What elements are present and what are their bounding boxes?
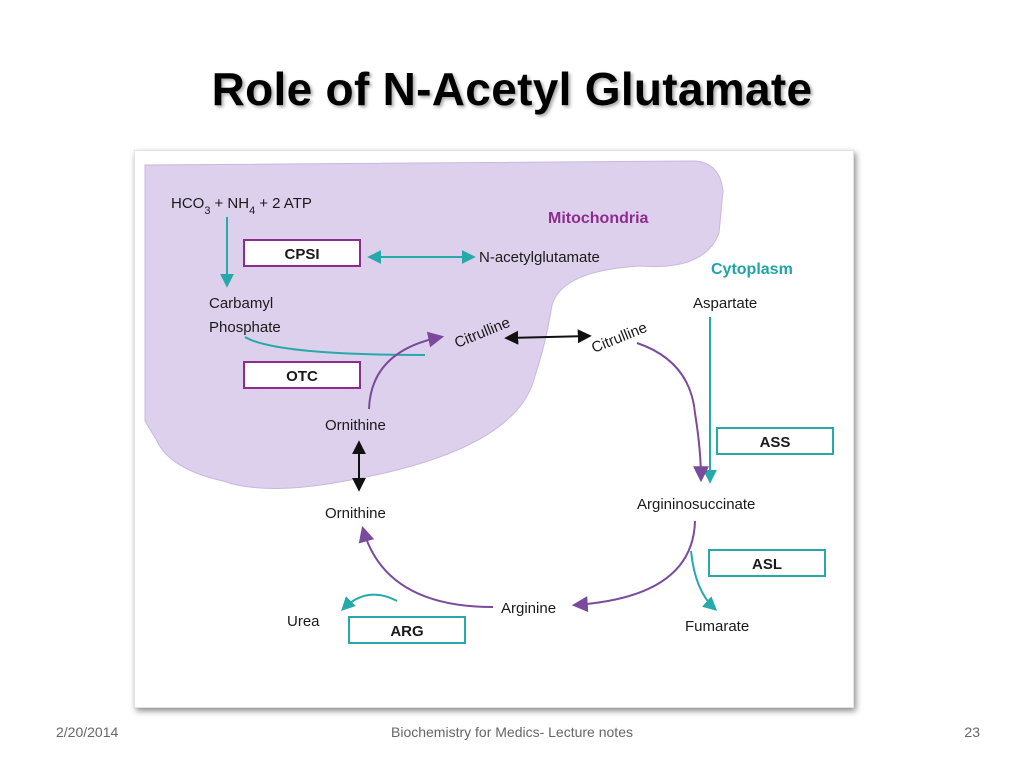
cpsi-box [243,239,361,267]
n-acetylglutamate-label: N-acetylglutamate [479,249,600,266]
ornithine-mito-label: Ornithine [325,417,386,434]
atp-text: + 2 ATP [259,195,312,212]
hco3-subscript: 3 [204,205,210,217]
urea-cycle-svg: Mitochondria Cytoplasm HCO3+ NH4+ 2 ATP … [144,160,834,644]
substrates-label: HCO3 + NH4 + 2 ATP [171,195,312,217]
arrow-ornithine-to-citrulline [368,331,445,410]
aspartate-label: Aspartate [693,295,757,312]
cytoplasm-label: Cytoplasm [711,261,793,278]
slide-title: Role of N-Acetyl Glutamate [211,63,813,115]
argininosuccinate-label: Argininosuccinate [637,496,755,513]
fumarate-label: Fumarate [685,618,749,635]
asl-label: ASL [752,556,782,573]
otc-label: OTC [286,368,318,385]
carbamyl-label-2: Phosphate [209,319,281,336]
arg-box [348,616,466,644]
ass-label: ASS [760,434,791,451]
urea-label: Urea [287,613,320,630]
hco3-text: HCO [171,195,204,212]
carbamyl-label-1: Carbamyl [209,295,273,312]
arginine-label: Arginine [501,600,556,617]
arrow-carbamyl-to-citrulline [244,336,426,356]
mitochondria-label: Mitochondria [548,210,649,227]
citrulline-cyto-label: Citrulline [589,319,649,357]
arg-label: ARG [390,623,423,640]
arrow-argininosuccinate-to-fumarate [690,550,718,611]
arrow-citrulline-transport [504,329,592,345]
arrow-arginine-to-ornithine [358,525,494,608]
urea-cycle-diagram: Mitochondria Cytoplasm HCO3+ NH4+ 2 ATP … [134,150,854,708]
page-number: 23 [964,724,980,740]
footer-course: Biochemistry for Medics- Lecture notes [391,724,633,740]
footer-date: 2/20/2014 [56,724,119,740]
arrow-arginine-to-urea [341,593,398,611]
cpsi-label: CPSI [284,246,319,263]
otc-box [243,361,361,389]
arrow-argininosuccinate-to-arginine [571,520,696,613]
arrow-citrulline-to-argininosuccinate [636,342,709,483]
asl-box [708,549,826,577]
nh4-text: + NH [214,195,249,212]
ass-box [716,427,834,455]
nh4-subscript: 4 [249,205,255,217]
ornithine-cyto-label: Ornithine [325,505,386,522]
